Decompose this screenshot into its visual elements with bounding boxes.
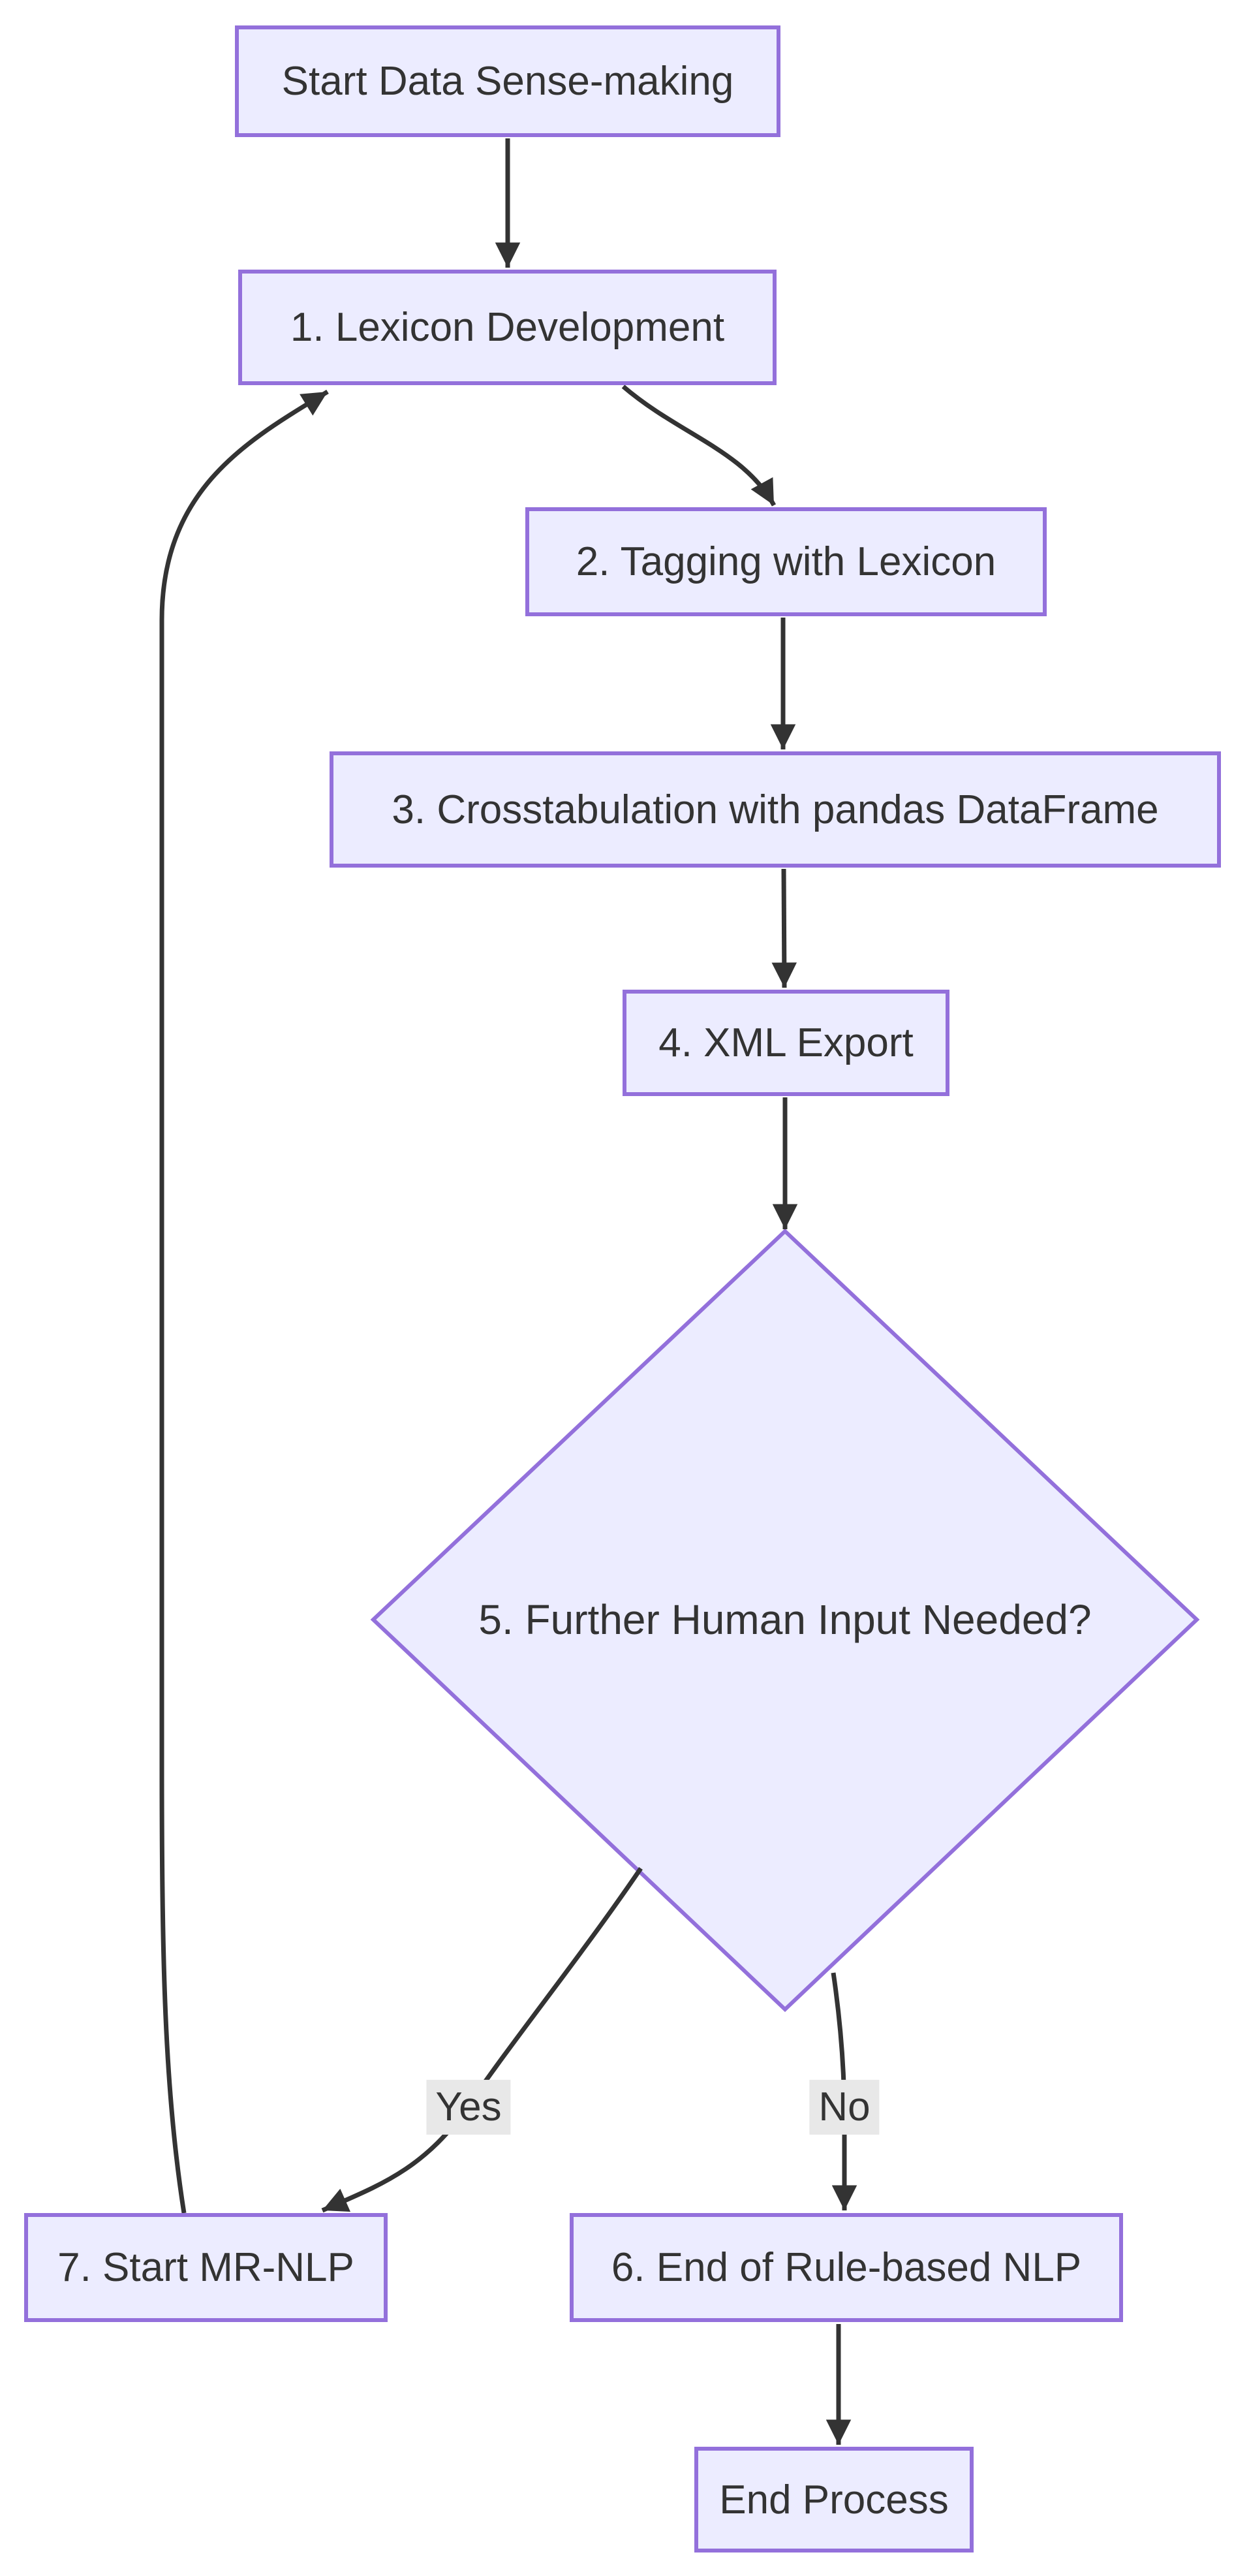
node-end-of-rule-based-nlp: 6. End of Rule-based NLP — [570, 2213, 1123, 2322]
node-lexicon-development-label: 1. Lexicon Development — [290, 305, 725, 350]
node-crosstabulation: 3. Crosstabulation with pandas DataFrame — [330, 751, 1221, 868]
edge-step7-to-step1-loop — [159, 390, 329, 2214]
edge-step5-to-step7-yes — [321, 1867, 643, 2213]
node-end-process-label: End Process — [719, 2477, 949, 2522]
node-start-mr-nlp-label: 7. Start MR-NLP — [57, 2245, 354, 2290]
node-crosstabulation-label: 3. Crosstabulation with pandas DataFrame — [392, 787, 1159, 832]
node-xml-export: 4. XML Export — [623, 990, 949, 1096]
edge-step1-to-step2 — [621, 385, 777, 507]
edge-label-yes-text: Yes — [435, 2084, 502, 2129]
node-end-of-rule-based-nlp-label: 6. End of Rule-based NLP — [611, 2245, 1082, 2290]
node-start-mr-nlp: 7. Start MR-NLP — [24, 2213, 388, 2322]
edge-label-yes: Yes — [426, 2079, 511, 2135]
decision-diamond-shape — [370, 1228, 1200, 2013]
node-start-data-sense-making: Start Data Sense-making — [235, 25, 780, 137]
edge-label-no-text: No — [818, 2084, 871, 2129]
node-further-human-input-needed: 5. Further Human Input Needed? — [393, 1554, 1177, 1685]
node-start-label: Start Data Sense-making — [281, 59, 734, 104]
node-lexicon-development: 1. Lexicon Development — [238, 270, 777, 385]
node-tagging-with-lexicon-label: 2. Tagging with Lexicon — [576, 539, 996, 584]
node-end-process: End Process — [694, 2447, 974, 2552]
node-xml-export-label: 4. XML Export — [658, 1020, 914, 1065]
node-tagging-with-lexicon: 2. Tagging with Lexicon — [525, 507, 1047, 616]
node-further-human-input-needed-label: 5. Further Human Input Needed? — [478, 1596, 1092, 1643]
edge-label-no: No — [809, 2079, 880, 2135]
